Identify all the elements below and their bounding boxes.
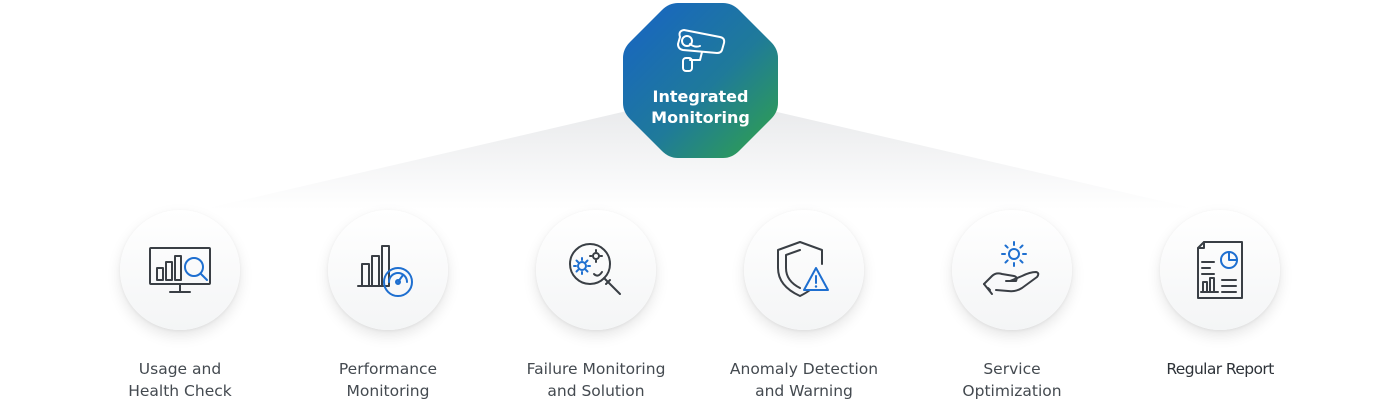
- node-label-line2: Optimization: [962, 382, 1062, 400]
- node-circle: [536, 210, 656, 330]
- node-circle: [328, 210, 448, 330]
- node-label: Anomaly Detection and Warning: [684, 358, 924, 401]
- node-label: Usage and Health Check: [60, 358, 300, 401]
- hub-title-line2: Monitoring: [651, 108, 750, 127]
- shield-warning-icon: [777, 241, 829, 297]
- node-label: Performance Monitoring: [268, 358, 508, 401]
- node-regular-report: Regular Report: [1100, 210, 1340, 401]
- node-anomaly-detection: Anomaly Detection and Warning: [684, 210, 924, 401]
- node-label-line1: Service: [983, 360, 1041, 378]
- node-label: Regular Report: [1100, 358, 1340, 380]
- report-document-icon: [1197, 241, 1243, 299]
- node-circle: [120, 210, 240, 330]
- node-circle: [1160, 210, 1280, 330]
- node-label-line1: Failure Monitoring: [526, 360, 666, 378]
- cctv-camera-icon: [677, 29, 726, 72]
- node-label-line2: and Solution: [547, 382, 645, 400]
- hand-gear-icon: [983, 241, 1040, 295]
- hub-octagon: [623, 3, 778, 158]
- node-label-line1: Regular Report: [1166, 360, 1274, 378]
- node-label-line2: and Warning: [755, 382, 853, 400]
- node-service-optimization: Service Optimization: [892, 210, 1132, 401]
- hub-title: Integrated Monitoring: [620, 86, 781, 128]
- node-label: Service Optimization: [892, 358, 1132, 401]
- hub-title-line1: Integrated: [652, 87, 749, 106]
- bar-chart-gauge-icon: [357, 245, 413, 297]
- node-usage-health-check: Usage and Health Check: [60, 210, 300, 401]
- node-label-line1: Usage and: [138, 360, 222, 378]
- node-circle: [744, 210, 864, 330]
- node-performance-monitoring: Performance Monitoring: [268, 210, 508, 401]
- node-label-line2: Health Check: [128, 382, 232, 400]
- node-label-line1: Anomaly Detection: [729, 360, 879, 378]
- monitor-chart-search-icon: [149, 247, 211, 293]
- node-label-line1: Performance: [338, 360, 438, 378]
- node-label: Failure Monitoring and Solution: [476, 358, 716, 401]
- node-failure-monitoring: Failure Monitoring and Solution: [476, 210, 716, 401]
- node-label-line2: Monitoring: [346, 382, 430, 400]
- gear-magnifier-icon: [569, 243, 621, 295]
- node-circle: [952, 210, 1072, 330]
